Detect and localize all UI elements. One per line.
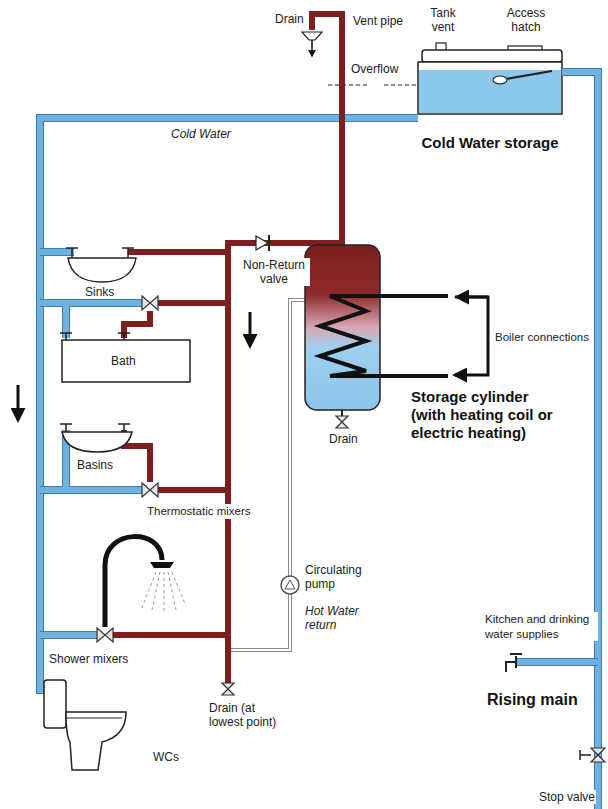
node-heading: Storage cylinder (with heating coil or e… [411, 388, 561, 442]
boiler-label: Boiler connections [494, 330, 590, 345]
valve-label: Non-Return valve [238, 258, 310, 286]
storage-cylinder: Storage cylinder (with heating coil or e… [305, 245, 380, 410]
overflow-label: Overflow [350, 62, 399, 76]
valve-label: Shower mixers [48, 652, 129, 666]
stop-valve [580, 748, 605, 762]
shower [97, 537, 186, 642]
bath [60, 333, 190, 382]
flow-arrow [18, 312, 250, 420]
basin [60, 424, 132, 452]
drain-label: Drain [328, 432, 359, 446]
pipe-label: Cold Water [170, 127, 232, 141]
thermostatic-mixer [142, 483, 158, 497]
drain-valve [222, 683, 234, 695]
hot-water-return [231, 300, 306, 650]
valve-label: Thermostatic mixers [146, 504, 252, 519]
node-heading: Cold Water storage [412, 134, 568, 152]
supply-label: Kitchen and drinking water supplies [484, 612, 598, 641]
drain-label: Drain [274, 12, 305, 26]
tank-label: Access hatch [498, 6, 554, 34]
fixture-label: Sinks [84, 285, 115, 299]
pump-label: Circulating pump [304, 563, 370, 591]
kitchen-tap [506, 654, 522, 672]
fixture-label: Basins [76, 458, 114, 472]
fixture-label: Bath [110, 354, 137, 368]
storage-tank: Cold Water storage [418, 50, 562, 114]
cold-pipes [40, 72, 598, 809]
pipe-label: Rising main [486, 690, 579, 709]
non-return-valve [256, 235, 269, 251]
fixture-label: WCs [152, 750, 180, 764]
pipe-label: Vent pipe [352, 14, 404, 28]
sink [66, 248, 136, 282]
tank-label: Tank vent [424, 6, 462, 34]
drain-label: Drain (at lowest point) [208, 701, 286, 729]
cold-water-tank [418, 43, 562, 114]
wc [44, 680, 126, 770]
valve-label: Stop valve [538, 790, 596, 804]
pipe-label: Hot Water return [304, 604, 370, 632]
vent-drain-funnel [302, 32, 322, 56]
mixer-valve [142, 296, 158, 310]
